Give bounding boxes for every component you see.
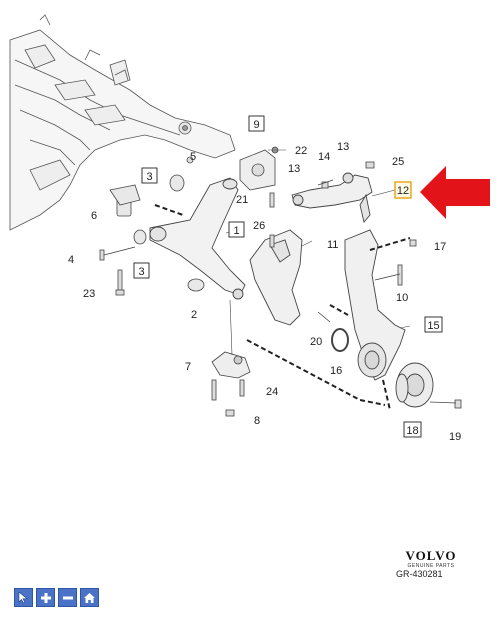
zoom-out-button[interactable] bbox=[58, 588, 77, 607]
callout-15[interactable]: 15 bbox=[427, 320, 439, 332]
callout-22[interactable]: 22 bbox=[295, 145, 307, 157]
viewer-toolbar bbox=[14, 588, 99, 607]
callout-23[interactable]: 23 bbox=[83, 288, 95, 300]
zoom-out-icon bbox=[62, 596, 73, 599]
callout-11[interactable]: 11 bbox=[327, 239, 338, 251]
home-button[interactable] bbox=[80, 588, 99, 607]
callout-17[interactable]: 17 bbox=[434, 241, 446, 253]
bracket-7 bbox=[211, 351, 251, 379]
brand-logo: VOLVO bbox=[405, 548, 457, 563]
callout-9[interactable]: 9 bbox=[253, 119, 259, 131]
highlight-arrow bbox=[420, 166, 490, 219]
zoom-in-button[interactable] bbox=[36, 588, 55, 607]
callout-1[interactable]: 1 bbox=[233, 225, 239, 237]
callout-2[interactable]: 2 bbox=[191, 309, 197, 321]
callout-8[interactable]: 8 bbox=[254, 415, 260, 427]
callout-7[interactable]: 7 bbox=[185, 361, 191, 373]
callout-13b[interactable]: 13 bbox=[288, 163, 300, 175]
callout-19[interactable]: 19 bbox=[449, 431, 461, 443]
callout-3a[interactable]: 3 bbox=[146, 171, 152, 183]
drawing-id: GR-430281 bbox=[396, 569, 443, 579]
callout-18[interactable]: 18 bbox=[406, 425, 418, 437]
rear-mount bbox=[239, 146, 279, 191]
callout-24[interactable]: 24 bbox=[266, 386, 278, 398]
seal-ring bbox=[331, 328, 349, 352]
callout-4[interactable]: 4 bbox=[68, 254, 74, 266]
pointer-icon bbox=[18, 591, 28, 604]
subframe bbox=[9, 14, 236, 231]
callout-6[interactable]: 6 bbox=[91, 210, 97, 222]
exploded-parts-diagram: 3 1 3 9 12 15 18 5 6 4 23 2 7 8 24 22 21… bbox=[9, 14, 490, 443]
upper-control-arm bbox=[291, 172, 373, 223]
lower-control-arm bbox=[149, 177, 246, 300]
callout-16[interactable]: 16 bbox=[330, 365, 342, 377]
callout-21[interactable]: 21 bbox=[236, 194, 248, 206]
callout-5[interactable]: 5 bbox=[190, 151, 196, 163]
steering-knuckle bbox=[249, 229, 303, 326]
callout-10[interactable]: 10 bbox=[396, 292, 408, 304]
brand-subtitle: GENUINE PARTS bbox=[407, 563, 455, 569]
callout-12-highlighted[interactable]: 12 bbox=[397, 185, 409, 197]
wheel-hub bbox=[395, 362, 434, 408]
callout-13a[interactable]: 13 bbox=[337, 141, 349, 153]
bushings bbox=[109, 174, 205, 292]
callout-26[interactable]: 26 bbox=[253, 220, 265, 232]
callout-3b[interactable]: 3 bbox=[138, 266, 144, 278]
brand-block: VOLVO GENUINE PARTS bbox=[400, 548, 462, 569]
fasteners bbox=[99, 156, 462, 417]
callout-25[interactable]: 25 bbox=[392, 156, 404, 168]
callout-14[interactable]: 14 bbox=[318, 151, 330, 163]
hub-carrier bbox=[344, 229, 406, 381]
callout-20[interactable]: 20 bbox=[310, 336, 322, 348]
zoom-in-icon bbox=[40, 592, 51, 603]
assembly-lines bbox=[154, 204, 411, 411]
pointer-button[interactable] bbox=[14, 588, 33, 607]
home-icon bbox=[84, 592, 95, 603]
